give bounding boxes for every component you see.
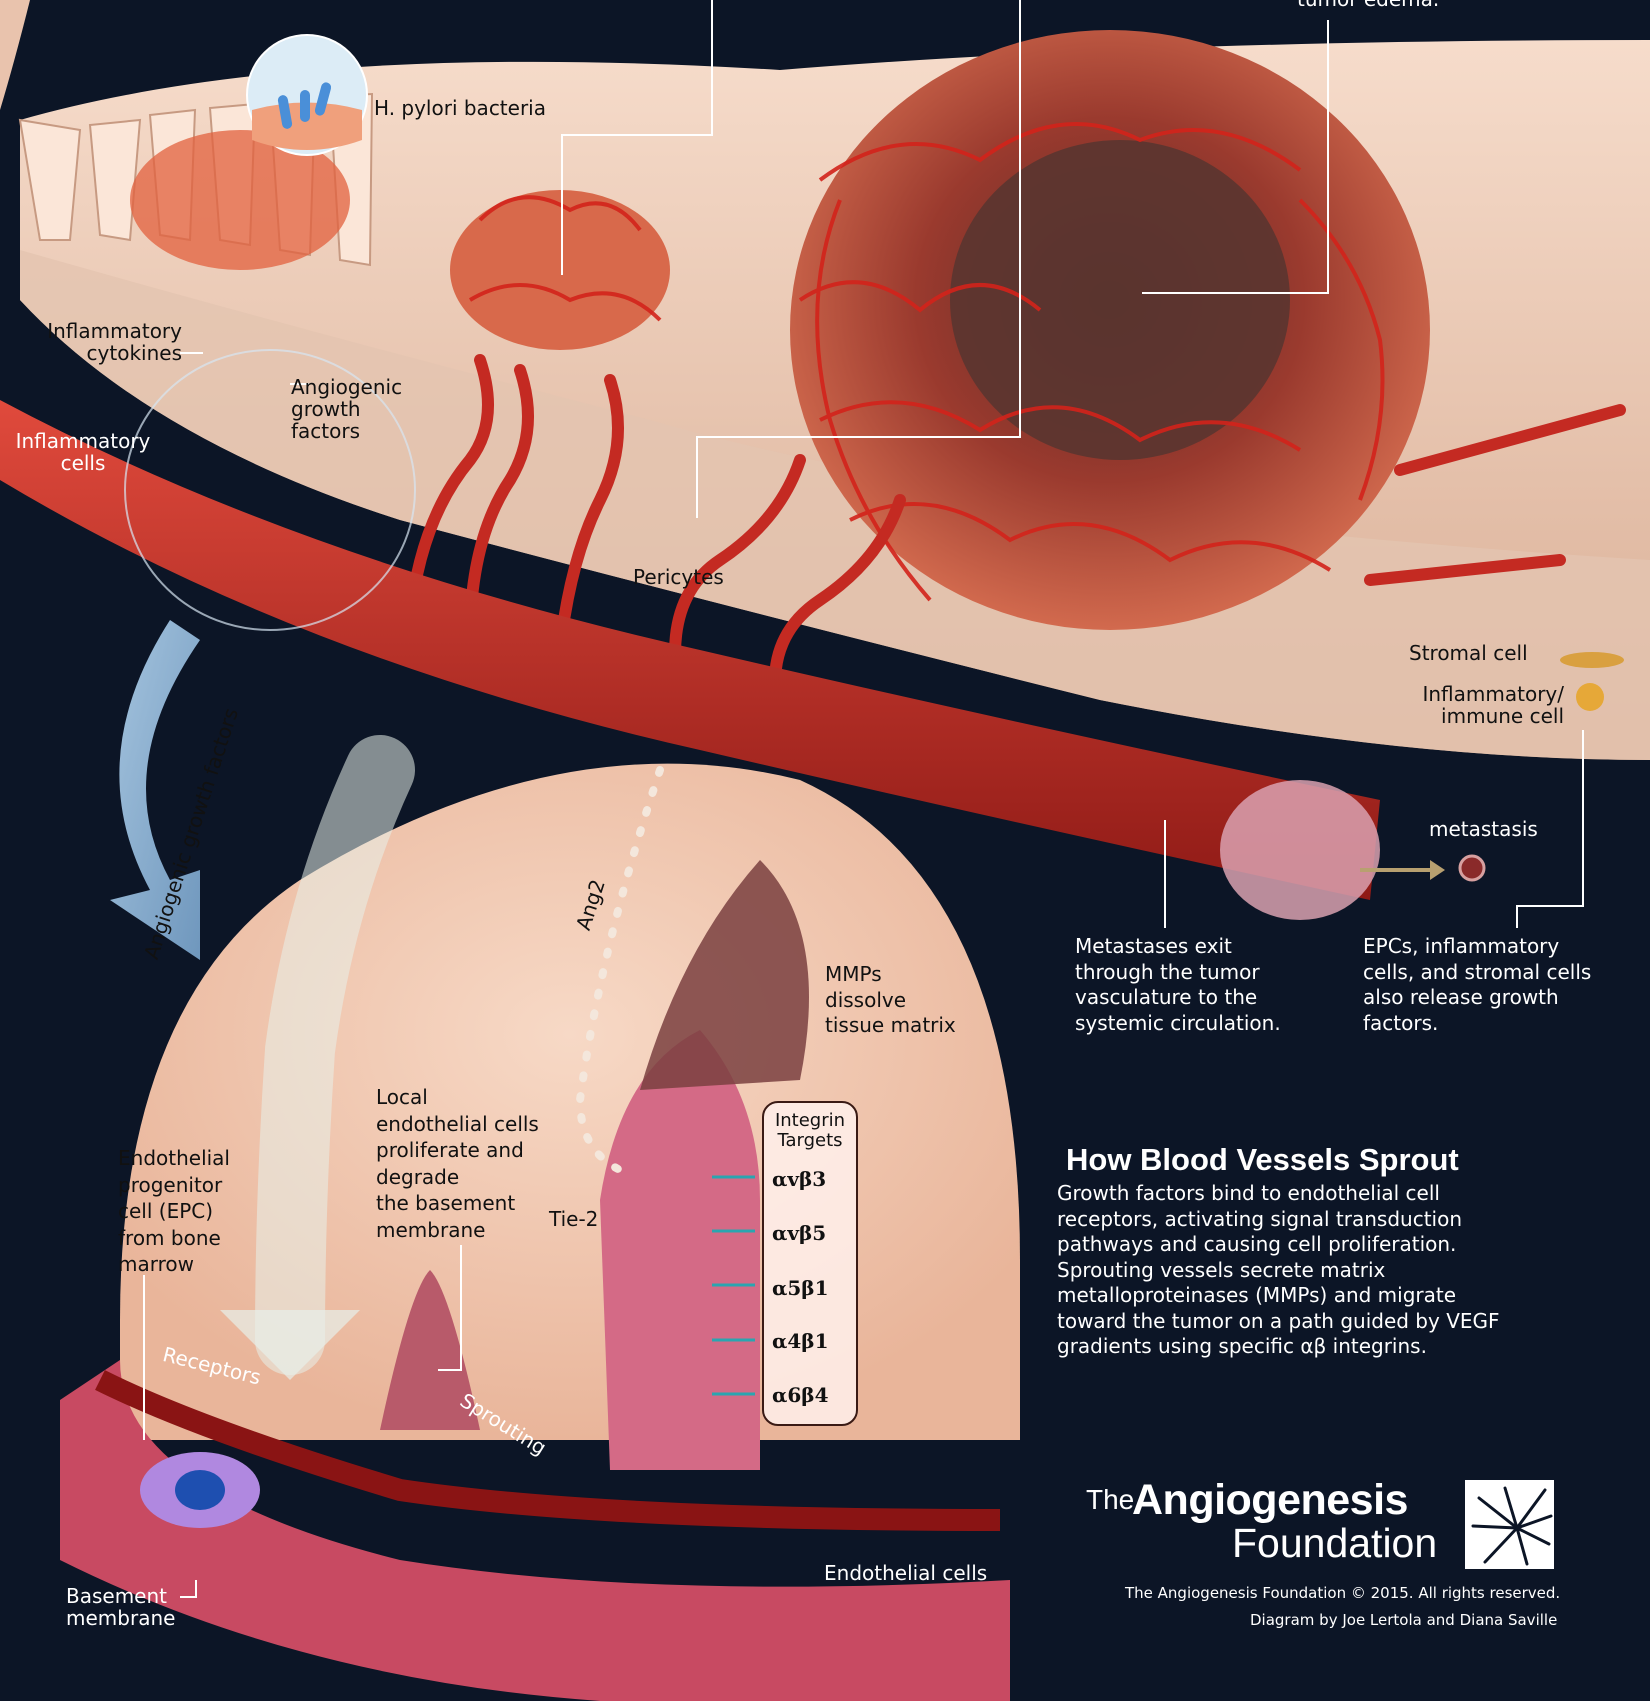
logo-the: The: [1086, 1484, 1134, 1516]
organ-edge: [0, 0, 30, 110]
angiogenic-growth-factors-label: Angiogenic growth factors: [291, 376, 402, 442]
logo-name: Angiogenesis: [1132, 1476, 1408, 1525]
basement-membrane-label: Basement membrane: [66, 1585, 175, 1629]
integrin-item: αvβ3: [772, 1167, 826, 1191]
caption-body: Growth factors bind to endothelial cell …: [1057, 1181, 1500, 1360]
stromal-cell-label: Stromal cell: [1409, 642, 1528, 664]
inflammatory-cells-label: Inflammatory cells: [8, 430, 158, 474]
metastasis-label: metastasis: [1429, 818, 1538, 840]
logo-starburst-icon: [1465, 1480, 1554, 1569]
tie2-label: Tie-2: [549, 1208, 598, 1230]
inflammatory-cytokines-label: Inflammatory cytokines: [30, 320, 182, 364]
immune-cell: [1576, 683, 1604, 711]
pericytes-label: Pericytes: [633, 566, 724, 588]
epcs-release-label: EPCs, inflammatory cells, and stromal ce…: [1363, 934, 1591, 1036]
metastasis-cell: [1460, 856, 1484, 880]
partial-top-label: tumor edema.: [1297, 0, 1439, 10]
integrin-targets-box: Integrin Targets αvβ3 αvβ5 α5β1 α4β1 α6β…: [762, 1101, 858, 1426]
credit-text: Diagram by Joe Lertola and Diana Saville: [1250, 1611, 1557, 1629]
metastases-exit-label: Metastases exit through the tumor vascul…: [1075, 934, 1281, 1036]
integrin-item: αvβ5: [772, 1221, 826, 1245]
local-endothelial-label: Local endothelial cells proliferate and …: [376, 1084, 539, 1243]
vessel-opening: [1220, 780, 1380, 920]
caption-title: How Blood Vessels Sprout: [1066, 1142, 1459, 1178]
integrin-item: α4β1: [772, 1329, 829, 1353]
stromal-cell: [1560, 652, 1624, 668]
tumor-necrotic-core: [950, 140, 1290, 460]
logo-foundation: Foundation: [1232, 1520, 1437, 1567]
copyright-text: The Angiogenesis Foundation © 2015. All …: [1125, 1584, 1560, 1602]
integrin-targets-title: Integrin Targets: [764, 1111, 856, 1151]
integrin-item: α6β4: [772, 1383, 829, 1407]
inflammatory-immune-cell-label: Inflammatory/ immune cell: [1400, 683, 1564, 727]
early-tumor: [450, 190, 670, 350]
integrin-item: α5β1: [772, 1276, 829, 1300]
mmps-label: MMPs dissolve tissue matrix: [825, 962, 956, 1039]
endothelial-cells-label: Endothelial cells: [824, 1562, 987, 1584]
epc-label: Endothelial progenitor cell (EPC) from b…: [118, 1145, 230, 1278]
h-pylori-label: H. pylori bacteria: [374, 97, 546, 119]
